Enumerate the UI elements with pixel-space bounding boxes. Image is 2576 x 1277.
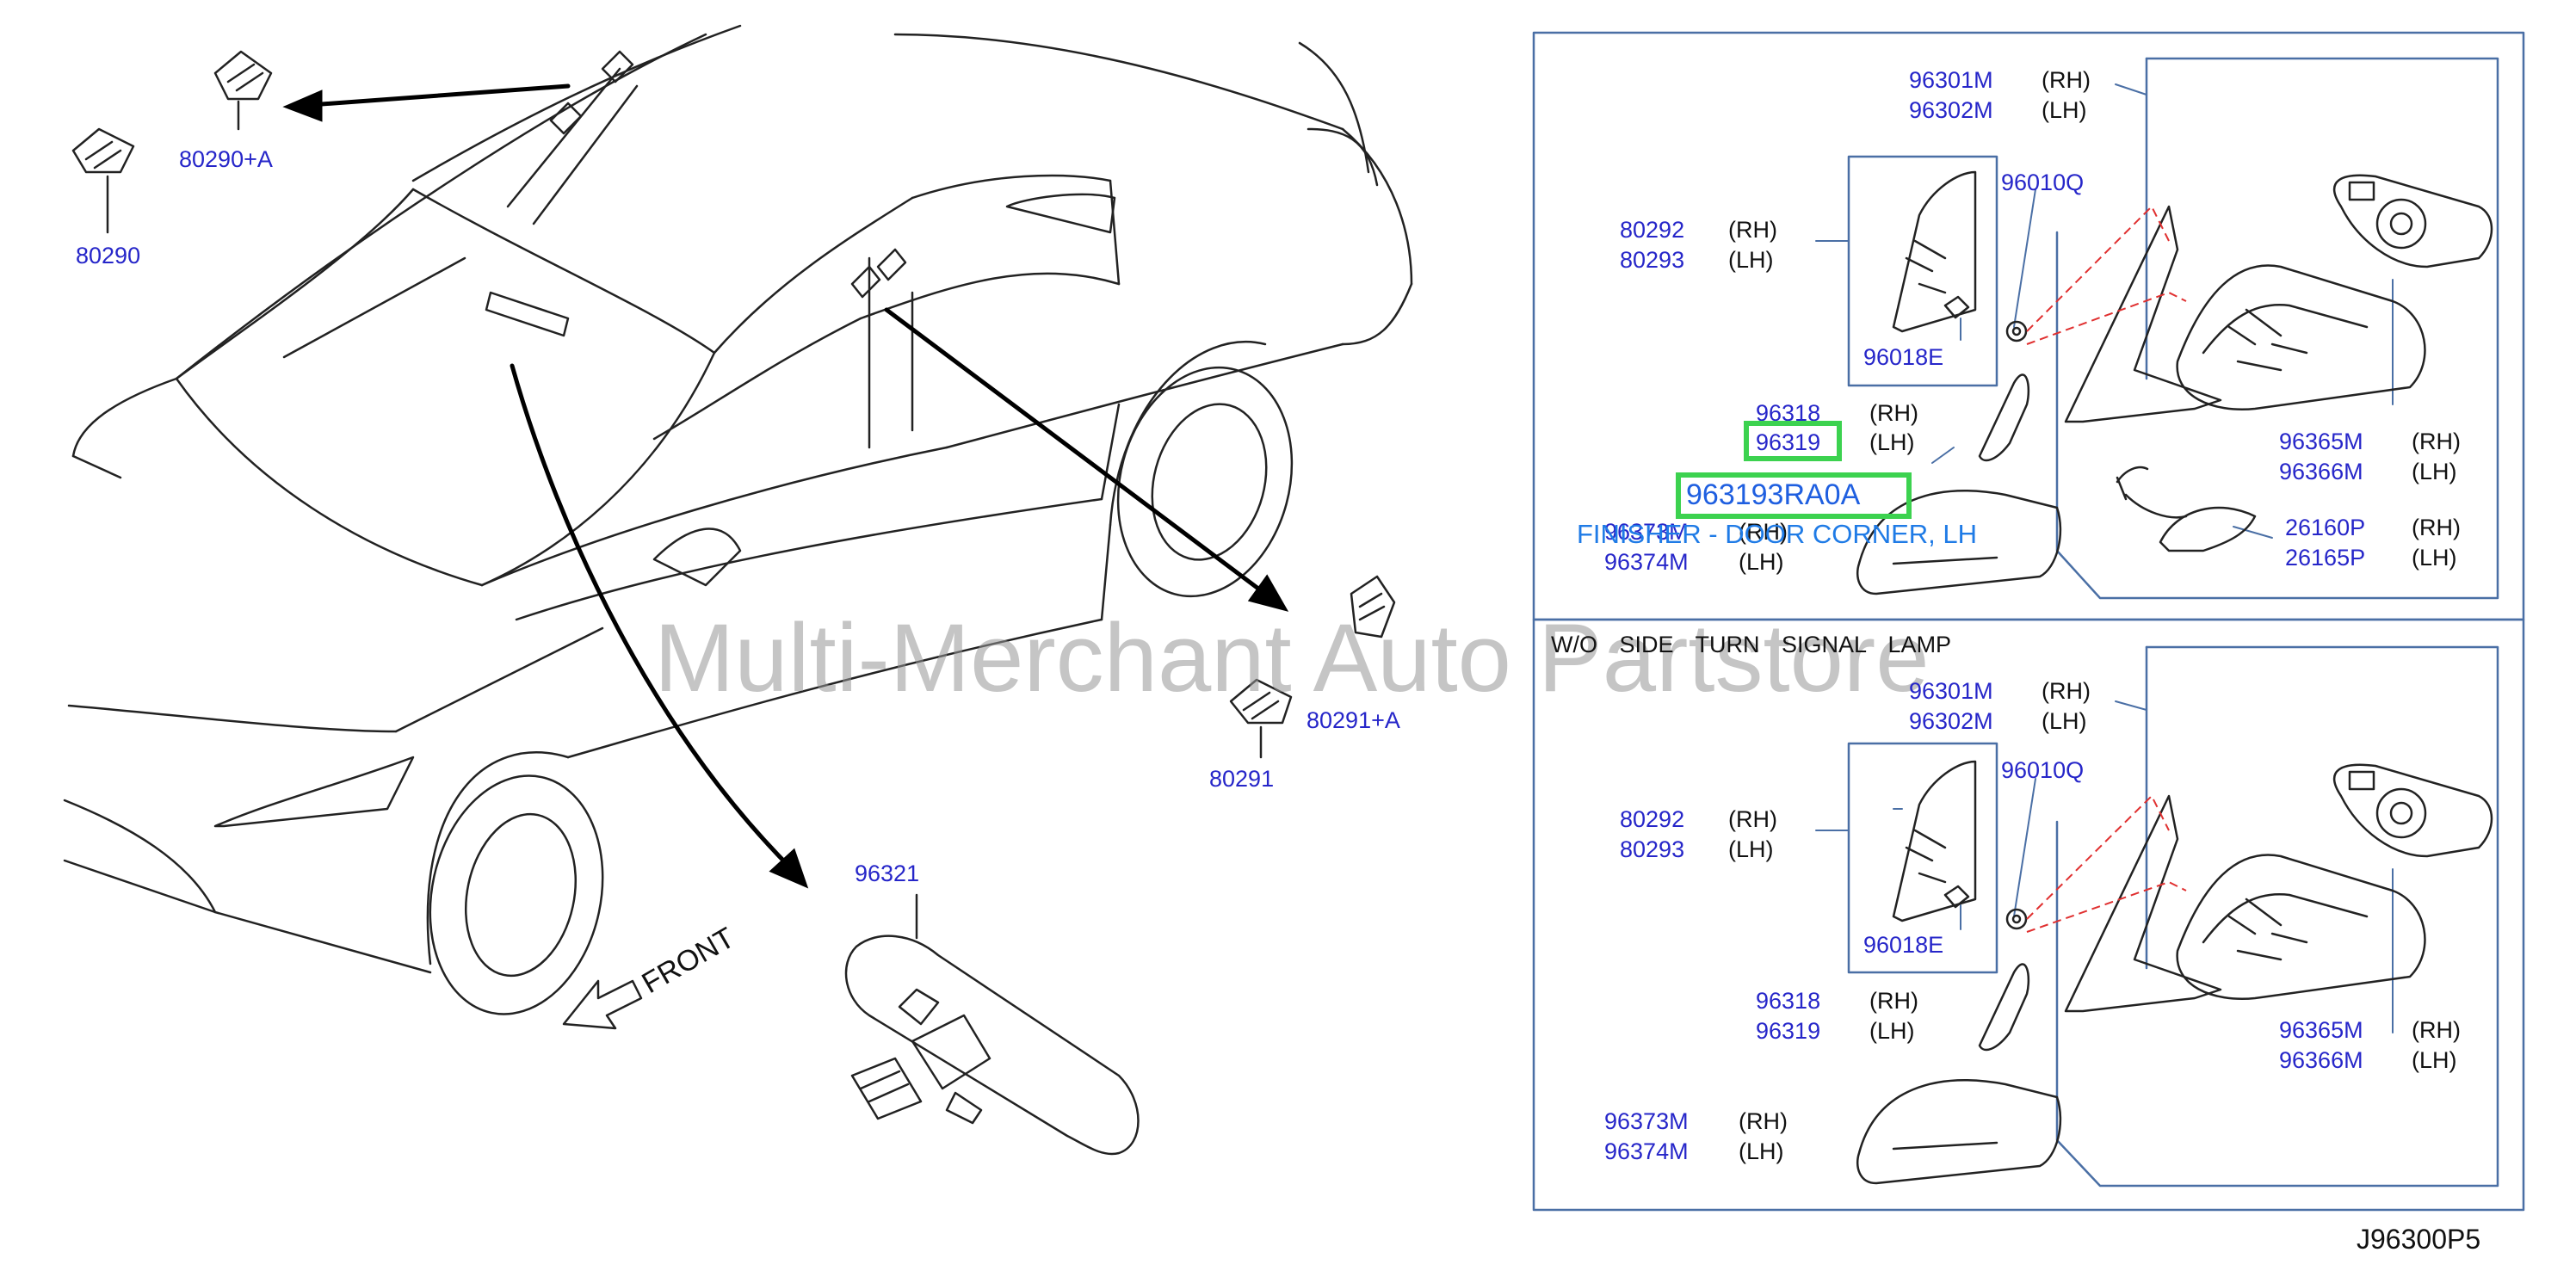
label-80291[interactable]: 80291 (1209, 766, 1275, 792)
label-80293[interactable]: 80293 (1620, 836, 1685, 862)
side-rh: (RH) (2412, 429, 2461, 454)
side-rh: (RH) (1728, 806, 1777, 832)
bottom-panel-parts (1856, 760, 2493, 1185)
car-outline (63, 24, 1413, 1015)
watermark: Multi-Merchant Auto Partstore (654, 604, 1930, 712)
label-80290a[interactable]: 80290+A (179, 146, 273, 172)
side-rh: (RH) (2412, 1017, 2461, 1043)
highlight-description: FINISHER - DOOR CORNER, LH (1577, 519, 1978, 549)
label-80293[interactable]: 80293 (1620, 247, 1685, 273)
clip-80290 (71, 127, 135, 174)
side-lh: (LH) (2042, 97, 2087, 123)
label-96374m[interactable]: 96374M (1604, 1138, 1689, 1164)
label-26160p[interactable]: 26160P (2285, 515, 2366, 540)
highlight-box-96319 (1744, 421, 1842, 461)
label-96366m[interactable]: 96366M (2279, 1047, 2363, 1073)
side-lh: (LH) (1728, 836, 1774, 862)
side-lh: (LH) (2412, 459, 2457, 484)
front-arrow (562, 979, 643, 1030)
side-lh: (LH) (2412, 545, 2457, 571)
label-96319[interactable]: 96319 (1756, 1018, 1821, 1044)
highlight-box-part-number (1676, 472, 1912, 519)
side-lh: (LH) (1869, 429, 1915, 455)
label-96365m[interactable]: 96365M (2279, 1017, 2363, 1043)
side-rh: (RH) (2412, 515, 2461, 540)
label-96374m[interactable]: 96374M (1604, 549, 1689, 575)
side-rh: (RH) (2042, 678, 2091, 704)
label-96018e[interactable]: 96018E (1863, 344, 1944, 370)
label-96318[interactable]: 96318 (1756, 988, 1821, 1014)
side-lh: (LH) (1739, 1138, 1784, 1164)
label-96365m[interactable]: 96365M (2279, 429, 2363, 454)
clip-80291a (1350, 575, 1396, 638)
label-80292[interactable]: 80292 (1620, 806, 1685, 832)
label-26165p[interactable]: 26165P (2285, 545, 2366, 571)
label-96301m[interactable]: 96301M (1909, 678, 1993, 704)
label-80291a[interactable]: 80291+A (1307, 707, 1400, 733)
label-96302m[interactable]: 96302M (1909, 97, 1993, 123)
label-96319[interactable]: 96319 (1756, 429, 1821, 455)
inside-mirror-96321 (844, 935, 1140, 1156)
drawing-ref: J96300P5 (2357, 1224, 2481, 1255)
side-lh: (LH) (1728, 247, 1774, 273)
label-96366m[interactable]: 96366M (2279, 459, 2363, 484)
label-96373m[interactable]: 96373M (1604, 519, 1689, 545)
side-lh: (LH) (1869, 1018, 1915, 1044)
label-96373m[interactable]: 96373M (1604, 1108, 1689, 1134)
side-rh: (RH) (1869, 988, 1918, 1014)
panel-bottom-frame (1532, 618, 2525, 1212)
label-80290[interactable]: 80290 (76, 243, 141, 268)
side-rh: (RH) (2042, 67, 2091, 93)
panel-bottom-heading: W/O SIDE TURN SIGNAL LAMP (1551, 632, 1952, 657)
clip-80290a (213, 50, 273, 101)
clip-80291 (1229, 678, 1293, 725)
label-96321[interactable]: 96321 (855, 861, 920, 886)
label-96301m[interactable]: 96301M (1909, 67, 1993, 93)
highlight-part-number[interactable]: 963193RA0A (1681, 478, 1866, 512)
label-96010q[interactable]: 96010Q (2001, 170, 2085, 195)
side-lh: (LH) (2042, 708, 2087, 734)
label-96010q[interactable]: 96010Q (2001, 757, 2085, 783)
top-panel-parts (1856, 170, 2493, 595)
label-96018e[interactable]: 96018E (1863, 932, 1944, 958)
side-rh: (RH) (1869, 400, 1918, 426)
side-lh: (LH) (1739, 549, 1784, 575)
label-96302m[interactable]: 96302M (1909, 708, 1993, 734)
side-rh: (RH) (1739, 1108, 1788, 1134)
side-rh: (RH) (1739, 519, 1788, 545)
label-80292[interactable]: 80292 (1620, 217, 1685, 243)
side-lh: (LH) (2412, 1047, 2457, 1073)
side-rh: (RH) (1728, 217, 1777, 243)
